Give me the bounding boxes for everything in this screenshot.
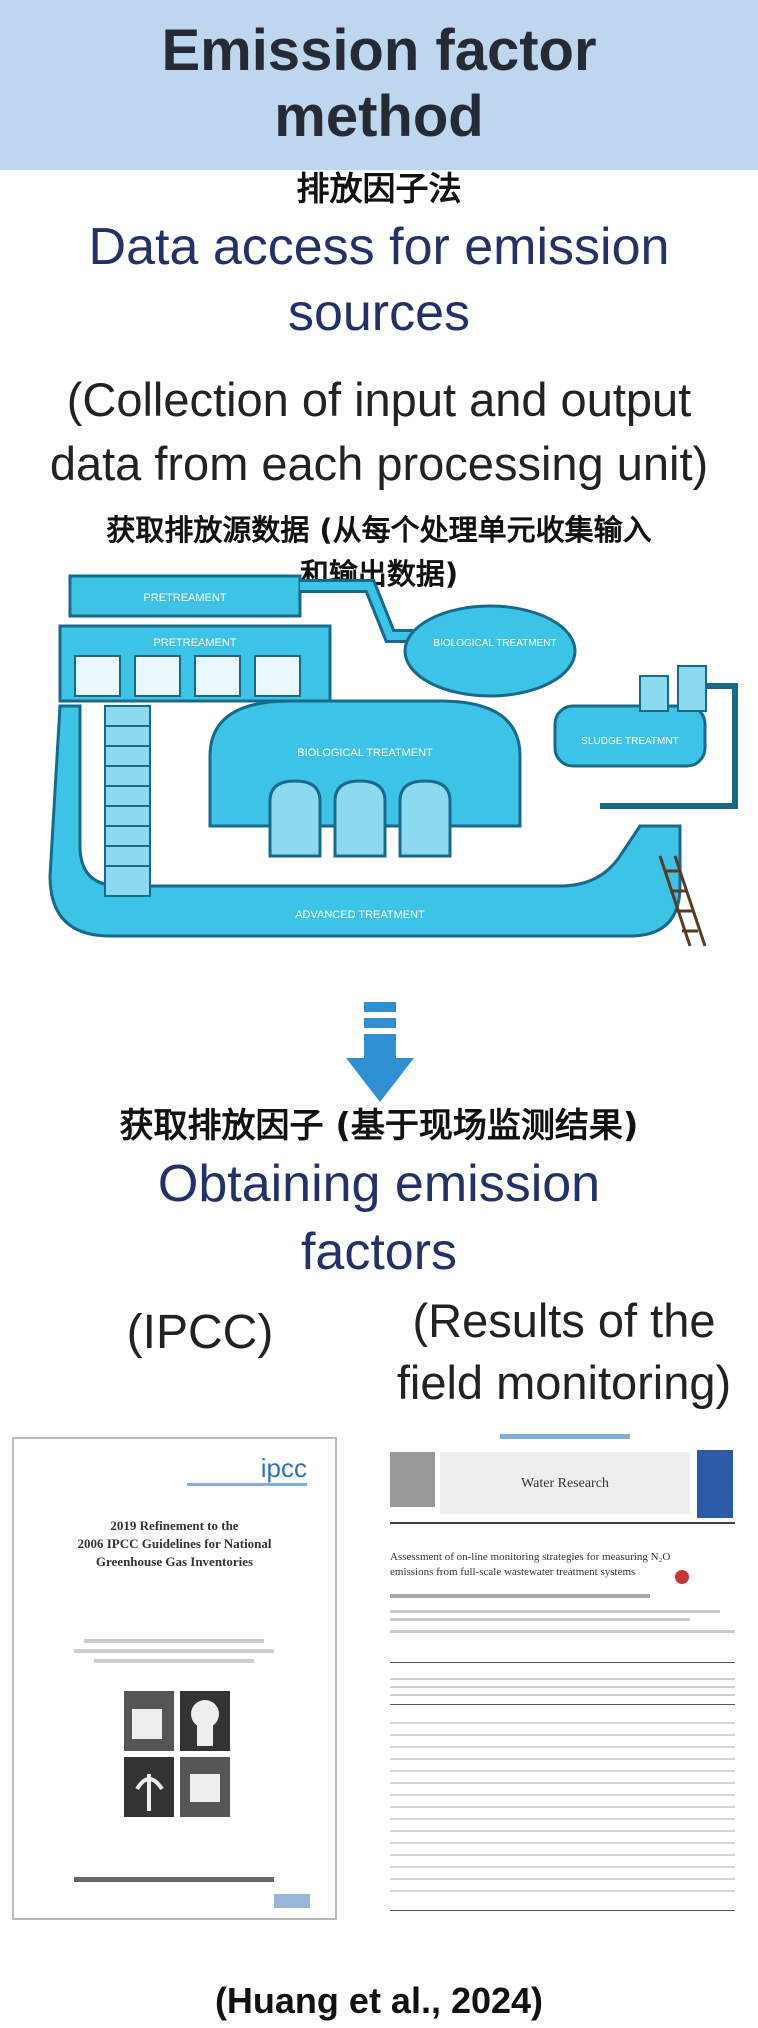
step1-title: Data access for emission sources xyxy=(0,214,758,346)
page-title: Emission factor method xyxy=(0,18,758,150)
water-research-paper: Water Research Assessment of on-line mon… xyxy=(385,1432,745,1922)
paper-title-line-1: Assessment of on-line monitoring strateg… xyxy=(390,1551,671,1563)
treatment-plant-illustration: PRETREAMENT PRETREAMENT BIOLOGICAL TREAT… xyxy=(48,574,738,947)
step1-title-line-1: Data access for emission xyxy=(88,218,670,276)
title-line-2: method xyxy=(274,84,484,149)
step2-cn: 获取排放因子 (基于现场监测结果) xyxy=(119,1106,639,1146)
biological-top-basin xyxy=(403,604,577,698)
step1-desc-line-2: data from each processing unit) xyxy=(49,437,709,490)
paper-title: Assessment of on-line monitoring strateg… xyxy=(390,1550,690,1580)
down-arrow-icon xyxy=(346,1002,414,1102)
journal-name: Water Research xyxy=(521,1476,609,1491)
pretreament-top-label: PRETREAMENT xyxy=(143,592,226,604)
ipcc-title-line-1: 2019 Refinement to the xyxy=(110,1518,239,1533)
sludge-tank xyxy=(553,704,707,768)
step1-cn-line-1: 获取排放源数据 (从每个处理单元收集输入 xyxy=(106,513,652,547)
advanced-channel xyxy=(48,704,682,938)
paper-title-line-2: emissions from full-scale wastewater tre… xyxy=(390,1566,636,1578)
subtitle-cn: 排放因子法 xyxy=(296,169,462,208)
field-line-1: (Results of the xyxy=(412,1294,716,1347)
biological-top-label: BIOLOGICAL TREATMENT xyxy=(433,638,556,649)
ipcc-logo: ipcc xyxy=(260,1453,307,1483)
pretreatment-top-tank xyxy=(68,574,302,618)
header-band xyxy=(0,0,758,170)
step1-title-line-2: sources xyxy=(287,284,471,342)
sludge-label: SLUDGE TREATMNT xyxy=(581,736,678,747)
step2-title: Obtaining emission factors xyxy=(0,1150,758,1286)
step1-cn: 获取排放源数据 (从每个处理单元收集输入 和输出数据) xyxy=(0,508,758,596)
ipcc-document-cover: ipcc 2019 Refinement to the 2006 IPCC Gu… xyxy=(12,1437,337,1920)
ipcc-title-line-3: Greenhouse Gas Inventories xyxy=(95,1554,254,1569)
citation: (Huang et al., 2024) xyxy=(214,1980,544,2021)
elsevier-logo xyxy=(390,1452,435,1507)
title-line-1: Emission factor xyxy=(161,18,597,83)
ipcc-sectors-icon xyxy=(124,1691,230,1817)
stairs-left xyxy=(104,705,151,897)
field-monitoring-label: (Results of the field monitoring) xyxy=(370,1290,758,1414)
journal-cover xyxy=(697,1450,733,1518)
ipcc-title-line-2: 2006 IPCC Guidelines for National xyxy=(77,1536,272,1551)
step1-desc-line-1: (Collection of input and output xyxy=(66,373,692,426)
field-line-2: field monitoring) xyxy=(396,1356,732,1409)
advanced-label: ADVANCED TREATMENT xyxy=(295,909,425,921)
step2-title-line-2: factors xyxy=(300,1223,458,1281)
step2-title-line-1: Obtaining emission xyxy=(157,1155,601,1213)
step1-description: (Collection of input and output data fro… xyxy=(0,368,758,496)
ipcc-doc-title: 2019 Refinement to the 2006 IPCC Guideli… xyxy=(14,1517,335,1571)
ipcc-label: (IPCC) xyxy=(126,1306,274,1359)
paper-table xyxy=(390,1712,735,1902)
pretreament-label: PRETREAMENT xyxy=(153,637,236,649)
biological-main-label: BIOLOGICAL TREATMENT xyxy=(297,747,433,759)
